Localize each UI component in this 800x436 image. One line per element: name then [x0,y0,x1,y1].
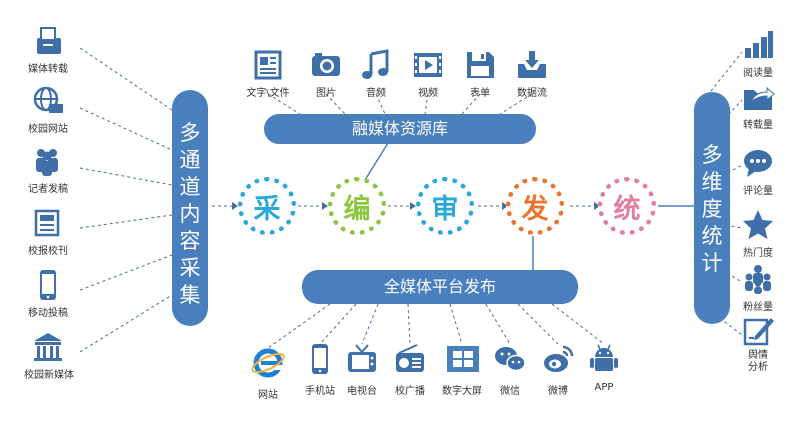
left-label: 校报校刊 [28,246,68,257]
weibo-icon [541,342,575,376]
top-label: 表单 [470,88,490,99]
share-folder-icon [741,80,775,114]
right-statistics-bar: 多维度统计 [694,92,730,324]
android-icon [587,342,621,376]
left-label: 校园新媒体 [24,370,74,381]
right-item: 舆情分析 [734,314,782,374]
left-collection-bar: 多通道内容采集 [172,90,208,326]
bottom-item: 电视台 [338,342,386,397]
radio-icon [393,342,427,376]
left-item: 记者发稿 [24,144,72,195]
top-item: 视频 [404,48,452,99]
flow-step-2: 编 [328,177,386,235]
left-label: 校园网站 [28,124,68,135]
right-label: 粉丝量 [743,302,773,313]
document-icon [251,48,285,82]
left-item: 校园新媒体 [24,330,74,381]
edit-icon [741,314,775,348]
left-item: 媒体转载 [24,24,72,75]
ie-icon [251,346,285,380]
bottom-item: 校广播 [386,342,434,397]
bottom-label: APP [594,382,614,393]
left-label: 记者发稿 [28,184,68,195]
top-label: 视频 [418,88,438,99]
right-item: 热门度 [734,208,782,259]
right-label: 转载量 [743,120,773,131]
camera-icon [309,48,343,82]
left-item: 校报校刊 [24,206,72,257]
bottom-label: 电视台 [347,386,377,397]
top-label: 文字\文件 [246,88,290,99]
bottom-label: 网站 [258,390,278,401]
flow-step-3: 审 [416,177,474,235]
left-label: 移动投稿 [28,308,68,319]
left-item: 校园网站 [24,84,72,135]
fans-icon [741,262,775,296]
top-item: 数据流 [508,48,556,99]
top-item: 音频 [352,48,400,99]
comment-icon [741,146,775,180]
wechat-icon [493,342,527,376]
bottom-item: 微博 [534,342,582,397]
people-icon [31,144,65,178]
inbox-download-icon [515,48,549,82]
phone-icon [303,342,337,376]
top-item: 文字\文件 [244,48,292,99]
left-bar-label: 多通道内容采集 [179,121,201,307]
bottom-item: 数字大屏 [438,342,486,397]
top-item: 表单 [456,48,504,99]
bar-chart-icon [741,28,775,62]
music-note-icon [359,48,393,82]
star-icon [741,208,775,242]
top-label: 图片 [316,88,336,99]
fax-icon [31,24,65,58]
left-item: 移动投稿 [24,268,72,319]
left-label: 媒体转载 [28,64,68,75]
top-label: 音频 [366,88,386,99]
phone-icon [31,268,65,302]
resource-library-bar: 融媒体资源库 [264,114,536,144]
right-item: 评论量 [734,146,782,197]
floppy-disk-icon [463,48,497,82]
right-bar-label: 多维度统计 [701,143,723,275]
right-item: 粉丝量 [734,262,782,313]
bottom-item: 手机站 [296,342,344,397]
bottom-label: 微信 [500,386,520,397]
bottom-label: 手机站 [305,386,335,397]
right-label: 评论量 [743,186,773,197]
bottom-label: 校广播 [395,386,425,397]
newspaper-icon [31,206,65,240]
bottom-item: APP [580,342,628,393]
right-item: 阅读量 [734,28,782,79]
flow-step-4: 发 [506,177,564,235]
top-item: 图片 [302,48,350,99]
windows-icon [445,342,479,376]
flow-step-5: 统 [598,177,656,235]
tv-icon [345,342,379,376]
building-icon [31,330,65,364]
right-item: 转载量 [734,80,782,131]
right-label: 热门度 [743,248,773,259]
bottom-item: 网站 [244,346,292,401]
bottom-label: 微博 [548,386,568,397]
bottom-label: 数字大屏 [442,386,482,397]
right-label: 阅读量 [743,68,773,79]
right-label: 舆情分析 [748,350,768,373]
film-icon [411,48,445,82]
flow-step-1: 采 [238,177,296,235]
globe-laptop-icon [31,84,65,118]
top-label: 数据流 [517,88,547,99]
publish-platform-bar: 全媒体平台发布 [302,270,578,304]
bottom-item: 微信 [486,342,534,397]
